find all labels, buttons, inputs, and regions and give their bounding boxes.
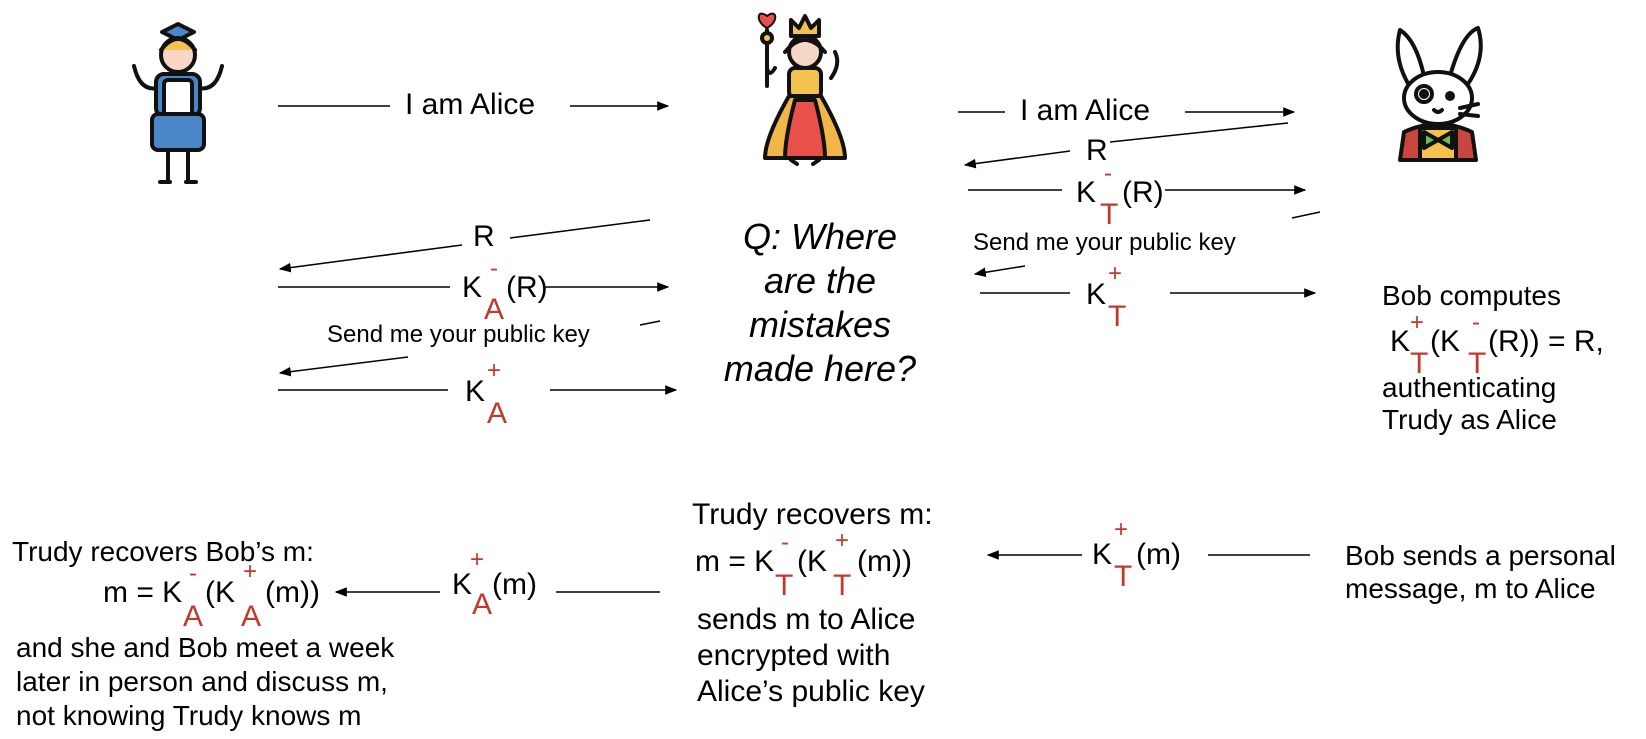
final-line: not knowing Trudy knows m <box>16 700 362 731</box>
argument-r: (R) <box>506 271 548 304</box>
symbol-k: K <box>465 375 486 408</box>
symbol-k: K <box>1092 538 1113 571</box>
sign-plus: + <box>1410 309 1425 336</box>
msg-r-right: R <box>1086 134 1108 167</box>
subscript-a: A <box>487 397 508 430</box>
equation-tail: (R)) = R, <box>1488 325 1604 358</box>
trudy-recover-equation: m = K - T (K + T (m)) <box>695 529 935 602</box>
subscript-t: T <box>1100 198 1119 231</box>
argument-r: (R) <box>1122 176 1164 209</box>
argument-m: (m) <box>1136 538 1181 571</box>
arrow-line <box>1291 211 1321 219</box>
question-line: mistakes <box>748 304 892 345</box>
arrow-trudy-to-alice-key <box>278 356 409 377</box>
equation-mid: (K <box>797 545 827 578</box>
sign-plus: + <box>835 527 850 554</box>
msg-r-left: R <box>473 220 495 253</box>
subscript-t: T <box>833 569 852 602</box>
subscript-t: T <box>1468 347 1487 380</box>
sign-plus: + <box>1108 260 1123 287</box>
subscript-a: A <box>472 588 493 621</box>
arrow-bob-to-trudy-r <box>963 150 1071 169</box>
argument-m: (m) <box>492 568 537 601</box>
bob-sends-line: Bob sends a personal <box>1345 540 1616 571</box>
sign-plus: + <box>1114 516 1129 543</box>
symbol-k: K <box>1390 325 1411 358</box>
msg-kt-plus-m: K + T (m) <box>1092 518 1202 593</box>
symbol-k: K <box>1086 278 1107 311</box>
trudy-sends-line: encrypted with <box>697 639 891 672</box>
subscript-t: T <box>1410 347 1429 380</box>
arrow-bob-to-trudy-key <box>973 265 1026 278</box>
sign-minus: - <box>1104 160 1112 187</box>
bob-computes-line: Trudy as Alice <box>1382 404 1557 435</box>
equation-tail: (m)) <box>857 545 912 578</box>
msg-ka-plus-m: K + A (m) <box>452 548 562 621</box>
sign-plus: + <box>243 558 258 585</box>
bob-sends-line: message, m to Alice <box>1345 573 1596 604</box>
bob-computes-equation: K + T (K - T (R)) = R, <box>1390 311 1630 380</box>
trudy-recover-bob-equation: m = K - A (K + A (m)) <box>103 560 343 633</box>
equation-prefix: m = K <box>695 545 775 578</box>
question-line: Q: Where <box>742 216 898 257</box>
final-line: and she and Bob meet a week <box>16 632 395 663</box>
equation-mid: (K <box>1430 325 1460 358</box>
sign-minus: - <box>781 529 789 556</box>
trudy-queen-icon <box>757 12 847 166</box>
symbol-k: K <box>462 271 483 304</box>
symbol-k: K <box>1076 176 1097 209</box>
msg-send-key-right: Send me your public key <box>973 229 1236 256</box>
question-line: are the <box>763 260 877 301</box>
equation-mid: (K <box>205 576 235 609</box>
subscript-a: A <box>241 600 262 633</box>
bob-rabbit-icon <box>1395 26 1483 162</box>
subscript-a: A <box>183 600 204 633</box>
equation-prefix: m = K <box>103 576 183 609</box>
trudy-sends-line: sends m to Alice <box>697 603 916 636</box>
sign-minus: - <box>1472 309 1480 336</box>
alice-icon <box>132 22 224 184</box>
msg-ka-plus: K + A <box>465 359 525 430</box>
sign-minus: - <box>189 560 197 587</box>
final-line: later in person and discuss m, <box>16 666 388 697</box>
sign-plus: + <box>470 546 485 573</box>
trudy-recovers-title: Trudy recovers m: <box>692 498 933 531</box>
msg-i-am-alice-right: I am Alice <box>1020 94 1151 127</box>
msg-ka-minus-r: K - A (R) <box>462 257 552 326</box>
msg-kt-plus: K + T <box>1086 262 1146 333</box>
bob-computes-line: authenticating <box>1382 372 1557 403</box>
subscript-t: T <box>1114 560 1133 593</box>
subscript-t: T <box>775 569 794 602</box>
question-text: Q: Where are the mistakes made here? <box>690 215 950 391</box>
sign-minus: - <box>490 255 498 282</box>
msg-i-am-alice-left: I am Alice <box>405 88 536 121</box>
equation-tail: (m)) <box>265 576 320 609</box>
symbol-k: K <box>452 568 473 601</box>
sign-plus: + <box>487 357 502 384</box>
bob-computes-title: Bob computes <box>1382 280 1561 311</box>
arrow-line <box>509 219 651 239</box>
trudy-recovers-bob-title: Trudy recovers Bob’s m: <box>12 536 314 567</box>
subscript-a: A <box>484 293 505 326</box>
question-line: made here? <box>723 348 917 389</box>
arrow-line <box>639 320 661 326</box>
msg-kt-minus-r: K - T (R) <box>1076 162 1166 231</box>
subscript-t: T <box>1108 300 1127 333</box>
arrow-trudy-to-alice-r <box>278 244 463 273</box>
arrow-line <box>1109 122 1289 143</box>
trudy-sends-line: Alice’s public key <box>697 675 925 708</box>
msg-send-key-left: Send me your public key <box>327 321 590 348</box>
